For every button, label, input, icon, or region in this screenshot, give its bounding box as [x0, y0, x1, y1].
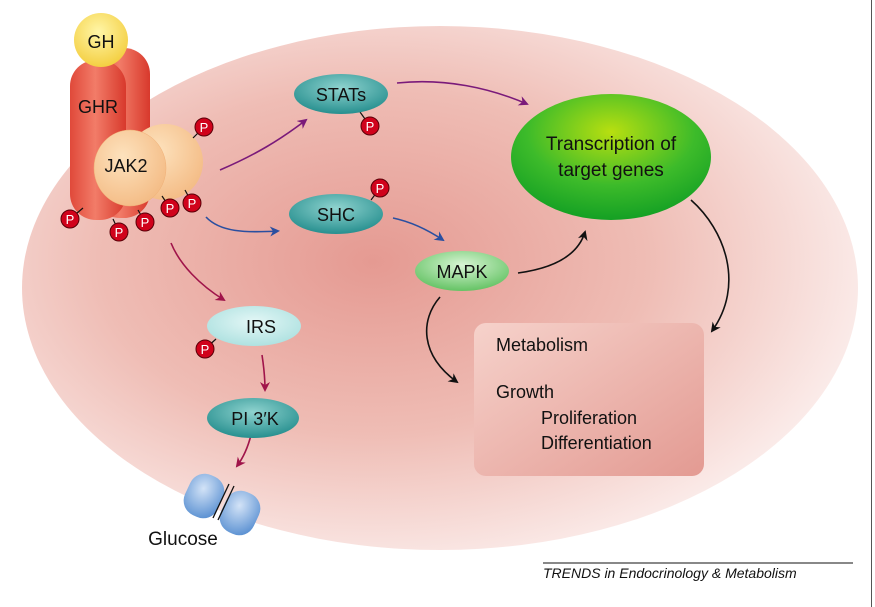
- irs-ellipse: [207, 306, 301, 346]
- node-shc: SHC: [289, 194, 383, 234]
- shc-ellipse: [289, 194, 383, 234]
- glucose-label: Glucose: [148, 529, 218, 550]
- transcription-label-line2: target genes: [558, 160, 664, 181]
- stats-ellipse: [294, 74, 388, 114]
- phosphate-circle: [135, 212, 155, 232]
- phosphate-group-ghr-bottom-2: P: [135, 209, 155, 232]
- phosphate-label: P: [200, 120, 209, 135]
- frame-border: [871, 0, 872, 607]
- arrow-irs-to-pi3k: [259, 354, 270, 392]
- phosphate-group-ghr-bottom-1: P: [109, 218, 129, 242]
- transcription-label-line1: Transcription of: [546, 134, 677, 155]
- stats-label: STATs: [316, 85, 366, 105]
- phosphate-group-shc: P: [370, 178, 390, 201]
- gh-label: GH: [88, 32, 115, 52]
- arrow-transcription-to-outcomes: [690, 199, 730, 333]
- phosphate-group-jak2-bottom-1: P: [160, 195, 180, 218]
- mapk-label: MAPK: [436, 262, 487, 282]
- phosphate-circle: [195, 339, 215, 359]
- phosphate-circle: [109, 222, 129, 242]
- shc-label: SHC: [317, 205, 355, 225]
- node-irs: IRS: [207, 306, 301, 346]
- arrow-jak2-to-shc: [205, 216, 280, 237]
- pathway-arrows: [170, 80, 730, 468]
- ghr-label: GHR: [78, 97, 118, 117]
- arrow-shc-to-mapk: [392, 217, 445, 242]
- phosphate-group-irs: P: [195, 338, 217, 359]
- outcome-growth: Growth: [496, 382, 554, 402]
- phosphate-label: P: [166, 201, 175, 216]
- pi3k-label: PI 3′K: [231, 409, 278, 429]
- phosphate-circle: [194, 117, 214, 137]
- arrow-mapk-to-transcription: [517, 230, 588, 274]
- pi3k-ellipse: [207, 398, 299, 438]
- gh-ligand: [74, 13, 128, 67]
- phosphate-label: P: [366, 119, 375, 134]
- receptor-complex: GH GHR JAK2: [70, 13, 203, 220]
- phosphate-circle: [60, 209, 80, 229]
- phosphate-label: P: [201, 342, 210, 357]
- outcome-differentiation: Differentiation: [541, 433, 652, 453]
- arrow-jak2-to-irs: [170, 242, 226, 302]
- outcomes-box: Metabolism Growth Proliferation Differen…: [474, 323, 704, 476]
- arrow-pi3k-to-glucose-transporter: [235, 434, 252, 468]
- source-credit: TRENDS in Endocrinology & Metabolism: [543, 565, 797, 581]
- phosphate-label: P: [188, 196, 197, 211]
- transporter-subunit-left: [183, 473, 225, 519]
- arrow-stats-to-transcription: [396, 80, 529, 106]
- phosphate-label: P: [376, 181, 385, 196]
- phosphate-circle: [182, 193, 202, 213]
- phosphate-label: P: [66, 212, 75, 227]
- outcome-proliferation: Proliferation: [541, 408, 637, 428]
- phosphate-group-stats: P: [359, 111, 380, 136]
- node-stats: STATs: [294, 74, 388, 114]
- node-pi3k: PI 3′K: [207, 398, 299, 438]
- irs-label: IRS: [246, 317, 276, 337]
- outcome-metabolism: Metabolism: [496, 335, 588, 355]
- phosphate-label: P: [115, 225, 124, 240]
- node-transcription: Transcription of target genes: [511, 94, 711, 220]
- phosphate-circle: [370, 178, 390, 198]
- phosphate-group-ghr-left: P: [60, 207, 84, 229]
- transport-line-1: [212, 483, 230, 519]
- phosphate-label: P: [141, 215, 150, 230]
- node-mapk: MAPK: [415, 251, 509, 291]
- phosphate-group-jak2-top: P: [192, 117, 214, 139]
- transporter-subunit-right: [219, 490, 261, 536]
- jak2-label: JAK2: [104, 156, 147, 176]
- arrow-jak2-to-stats: [219, 118, 308, 171]
- phosphate-circle: [360, 116, 380, 136]
- glucose-transporter: Glucose: [148, 473, 261, 550]
- arrow-mapk-to-outcomes: [425, 296, 459, 384]
- phosphate-circle: [160, 198, 180, 218]
- outcomes-background: [474, 323, 704, 476]
- mapk-ellipse: [415, 251, 509, 291]
- transport-line-2: [217, 485, 235, 521]
- phosphate-group-jak2-bottom-2: P: [182, 189, 202, 213]
- transcription-ellipse: [511, 94, 711, 220]
- jak2-front: [93, 129, 167, 207]
